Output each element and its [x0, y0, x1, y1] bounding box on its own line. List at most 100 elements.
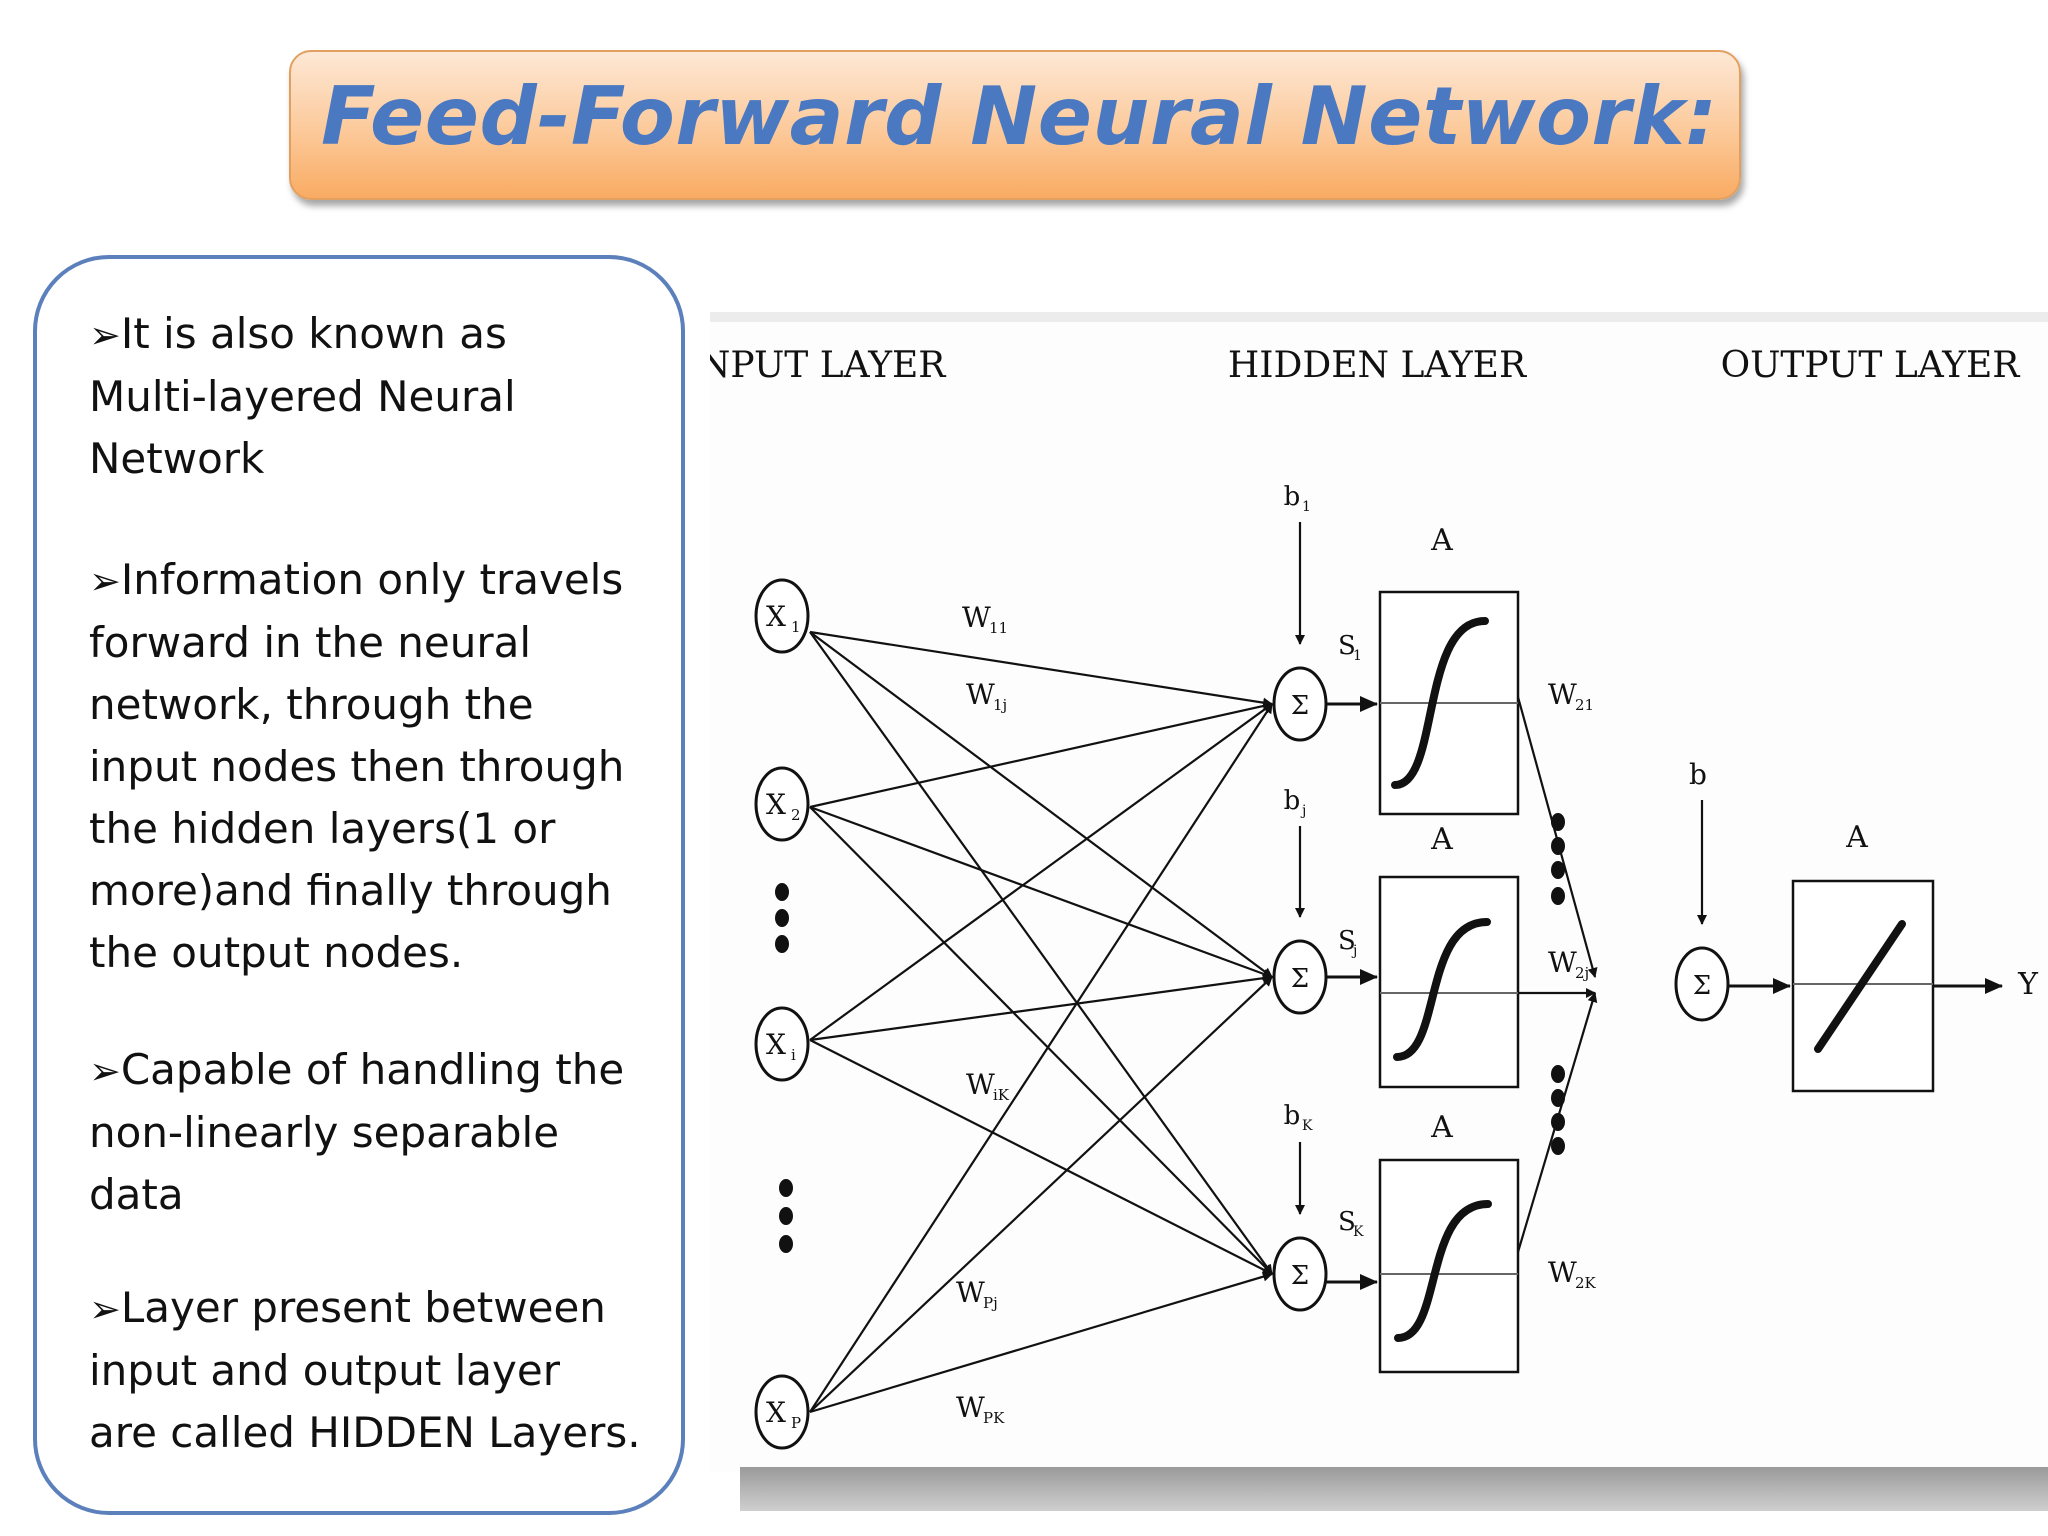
sum-symbol: Σ [1291, 691, 1309, 721]
weight-label-text: W [956, 1391, 985, 1424]
bullet-line: Information only travels [120, 555, 624, 604]
bullet-line: non-linearly separable [89, 1108, 560, 1157]
bullet-line: Multi-layered Neural [89, 372, 516, 421]
input-node-subscript: i [791, 1046, 796, 1064]
bullet-line: Capable of handling the [120, 1045, 625, 1094]
output-layer-label: OUTPUT LAYER [1721, 345, 2021, 386]
bullet-item: ➢Capable of handling the non-linearly se… [89, 1039, 669, 1226]
bullet-line: the output nodes. [89, 928, 464, 977]
bullet-line: data [89, 1170, 184, 1219]
bias-label: b [1284, 1101, 1301, 1131]
bias-subscript: K [1302, 1118, 1313, 1134]
weight-label-text: W [962, 601, 991, 634]
bias-subscript: j [1300, 803, 1306, 819]
input-weight-label: W PK [956, 1391, 1005, 1427]
sum-output-label: S [1338, 926, 1356, 956]
bullet-line: are called HIDDEN Layers. [89, 1408, 641, 1457]
diagram-top-edge [710, 312, 2048, 322]
bullet-line: the hidden layers(1 or [89, 804, 556, 853]
input-node-subscript: P [791, 1414, 801, 1432]
input-weight-label: W 1j [966, 678, 1007, 714]
input-node-subscript: 2 [791, 806, 801, 824]
bullet-line: input and output layer [89, 1346, 561, 1395]
input-node-subscript: 1 [791, 618, 801, 636]
output-weight-subscript: 2K [1575, 1274, 1597, 1292]
output-sum-symbol: Σ [1693, 971, 1711, 1001]
sigmoid-curve-icon [1391, 617, 1489, 789]
output-weight-label: W [1548, 678, 1577, 711]
bullet-line: more)and finally through [89, 866, 612, 915]
input-weight-label: W 11 [962, 601, 1008, 637]
linear-activation-icon [1814, 920, 1906, 1053]
weight-label-text: W [966, 678, 995, 711]
arrow-bullet-icon: ➢ [89, 1287, 121, 1331]
bullet-line: network, through the [89, 680, 534, 729]
sigmoid-curve-icon [1393, 918, 1491, 1061]
input-node-label: X [766, 1028, 786, 1061]
activation-label: A [1430, 1110, 1453, 1145]
weight-label-text: W [966, 1068, 995, 1101]
bullet-line: It is also known as [120, 309, 507, 358]
input-node-label: X [766, 1396, 786, 1429]
slide-title: Feed-Forward Neural Network: [321, 70, 1718, 163]
weight-label-text: W [956, 1276, 985, 1309]
input-weight-label: W Pj [956, 1276, 998, 1312]
input-hidden-connections [809, 630, 1273, 1414]
output-unit: b Σ A Y [1674, 758, 2039, 1093]
input-weight-label: W iK [966, 1068, 1010, 1104]
network-diagram: INPUT LAYER HIDDEN LAYER OUTPUT LAYER X … [685, 345, 2039, 1450]
output-weight-subscript: 21 [1575, 696, 1594, 714]
weight-label-subscript: 1j [993, 696, 1007, 714]
output-weight-label: W [1548, 946, 1577, 979]
bullet-line: input nodes then through [89, 742, 625, 791]
bias-subscript: 1 [1302, 499, 1311, 515]
output-bias-label: b [1689, 758, 1707, 791]
title-banner: Feed-Forward Neural Network: [289, 50, 1741, 200]
hidden-ellipsis-dots [1551, 813, 1565, 1155]
output-weight-subscript: 2j [1575, 964, 1589, 982]
bullet-item: ➢Information only travels forward in the… [89, 549, 669, 984]
weight-label-subscript: iK [993, 1086, 1010, 1104]
sum-symbol: Σ [1291, 964, 1309, 994]
sum-output-subscript: 1 [1353, 648, 1362, 664]
input-ellipsis-dots [775, 883, 793, 1253]
sum-symbol: Σ [1291, 1261, 1309, 1291]
hidden-unit: b 1 Σ S 1 A W 21 [1272, 482, 1598, 978]
input-node: X 2 [754, 766, 810, 842]
sigmoid-curve-icon [1394, 1200, 1492, 1342]
arrow-bullet-icon: ➢ [89, 313, 121, 357]
input-node: X i [754, 1006, 810, 1082]
bias-label: b [1284, 482, 1301, 512]
weight-label-subscript: Pj [983, 1294, 998, 1312]
network-diagram-panel: INPUT LAYER HIDDEN LAYER OUTPUT LAYER X … [685, 312, 2048, 1511]
input-node: X P [754, 1374, 810, 1450]
bullet-panel: ➢It is also known as Multi-layered Neura… [33, 255, 685, 1515]
output-y-label: Y [2017, 967, 2039, 1002]
sum-output-label: S [1338, 1207, 1356, 1237]
weight-label-subscript: PK [983, 1409, 1005, 1427]
input-node: X 1 [754, 578, 810, 654]
output-weight-label: W [1548, 1256, 1577, 1289]
arrow-bullet-icon: ➢ [89, 1049, 121, 1093]
bullet-item: ➢It is also known as Multi-layered Neura… [89, 303, 669, 490]
bullet-line: Network [89, 434, 265, 483]
hidden-layer-label: HIDDEN LAYER [1228, 345, 1527, 386]
output-activation-label: A [1845, 820, 1868, 855]
bias-label: b [1284, 786, 1301, 816]
hidden-unit: b K Σ S K A W 2K [1272, 992, 1598, 1374]
activation-label: A [1430, 523, 1453, 558]
diagram-bottom-edge [740, 1467, 2048, 1511]
sum-output-subscript: K [1353, 1224, 1364, 1240]
input-node-label: X [766, 600, 786, 633]
sum-output-subscript: j [1351, 943, 1357, 959]
sum-output-label: S [1338, 631, 1356, 661]
bullet-item: ➢Layer present between input and output … [89, 1277, 669, 1464]
input-layer-label: INPUT LAYER [710, 345, 946, 386]
activation-label: A [1430, 822, 1453, 857]
hidden-unit: b j Σ S j A W 2j [1272, 786, 1596, 1089]
bullet-line: Layer present between [120, 1283, 606, 1332]
arrow-bullet-icon: ➢ [89, 559, 121, 603]
input-node-label: X [766, 788, 786, 821]
weight-label-subscript: 11 [989, 619, 1008, 637]
bullet-line: forward in the neural [89, 618, 532, 667]
